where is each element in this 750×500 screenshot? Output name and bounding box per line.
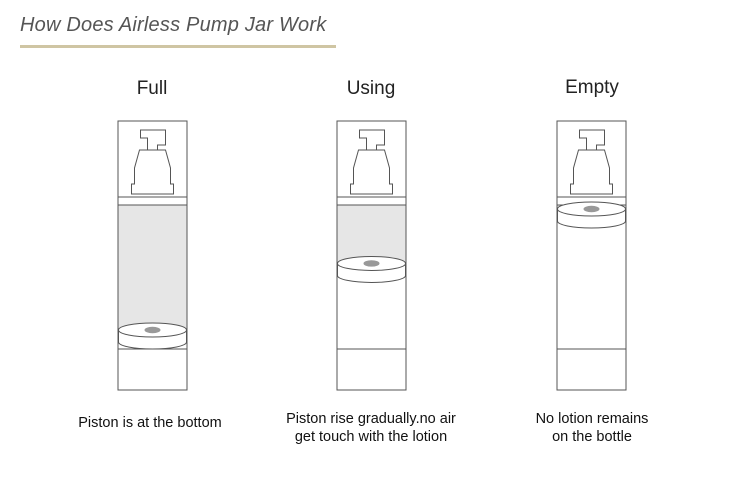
- stage-label-empty: Empty: [565, 77, 619, 98]
- piston-dot-using: [363, 260, 380, 267]
- caption-using-line-2: get touch with the lotion: [294, 429, 448, 445]
- caption-empty-line-2: on the bottle: [552, 429, 632, 445]
- lotion-fill-full: [118, 205, 187, 330]
- piston-dot-empty: [583, 205, 600, 213]
- stage-label-using: Using: [346, 78, 396, 99]
- bottle-outline-empty: [556, 120, 627, 391]
- piston-dot-full: [144, 326, 161, 334]
- caption-empty-line-1: No lotion remains: [535, 411, 649, 427]
- caption-full-line-1: Piston is at the bottom: [78, 415, 222, 431]
- caption-empty: No lotion remains on the bottle: [477, 410, 707, 446]
- lotion-fill-using: [337, 205, 406, 264]
- caption-using-line-1: Piston rise gradually.no air: [286, 411, 456, 427]
- stage-label-full: Full: [136, 78, 168, 99]
- page-title: How Does Airless Pump Jar Work: [20, 14, 327, 36]
- title-underline: [20, 45, 336, 48]
- caption-full: Piston is at the bottom: [35, 414, 265, 432]
- caption-using: Piston rise gradually.no air get touch w…: [256, 410, 486, 446]
